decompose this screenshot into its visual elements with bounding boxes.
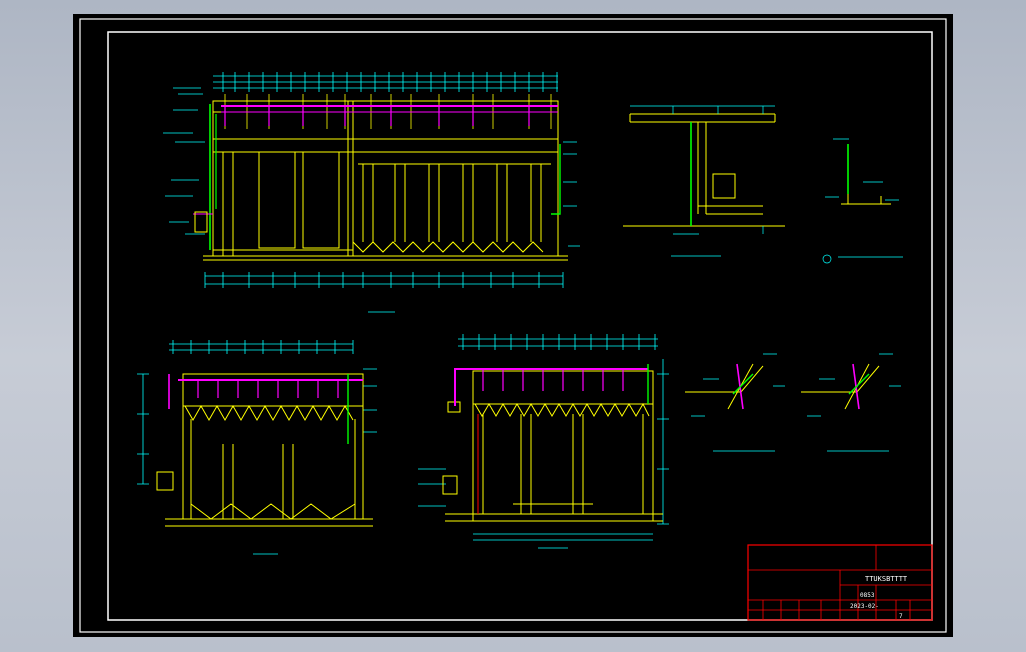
- outer-frame: [79, 18, 947, 633]
- cross-section-b: [418, 334, 669, 549]
- left-labels: [163, 87, 205, 235]
- drawing-code: 0853: [860, 592, 875, 599]
- drawing-sheet: TTUKSBTTTT 0853 2023-02- 7: [73, 14, 953, 637]
- overflow-detail-view: [623, 105, 785, 257]
- valve-detail-right: [801, 353, 901, 452]
- right-labels: [563, 141, 580, 247]
- valve-detail-left: [685, 353, 785, 452]
- tank-outline: [203, 100, 568, 261]
- cad-drawing: TTUKSBTTTT 0853 2023-02- 7: [79, 18, 947, 633]
- process-pipes: [193, 104, 561, 250]
- cross-section-a: [137, 340, 377, 555]
- bottom-dimension-lines: [204, 272, 564, 313]
- sheet-number: 7: [899, 613, 903, 620]
- top-dimension-lines: [213, 72, 558, 92]
- drain-detail-view: [822, 138, 903, 264]
- main-section-view: [163, 72, 580, 313]
- drawing-date: 2023-02-: [850, 603, 879, 610]
- drawing-title: TTUKSBTTTT: [865, 575, 908, 583]
- title-block: TTUKSBTTTT 0853 2023-02- 7: [747, 544, 933, 621]
- inner-frame: [107, 31, 933, 621]
